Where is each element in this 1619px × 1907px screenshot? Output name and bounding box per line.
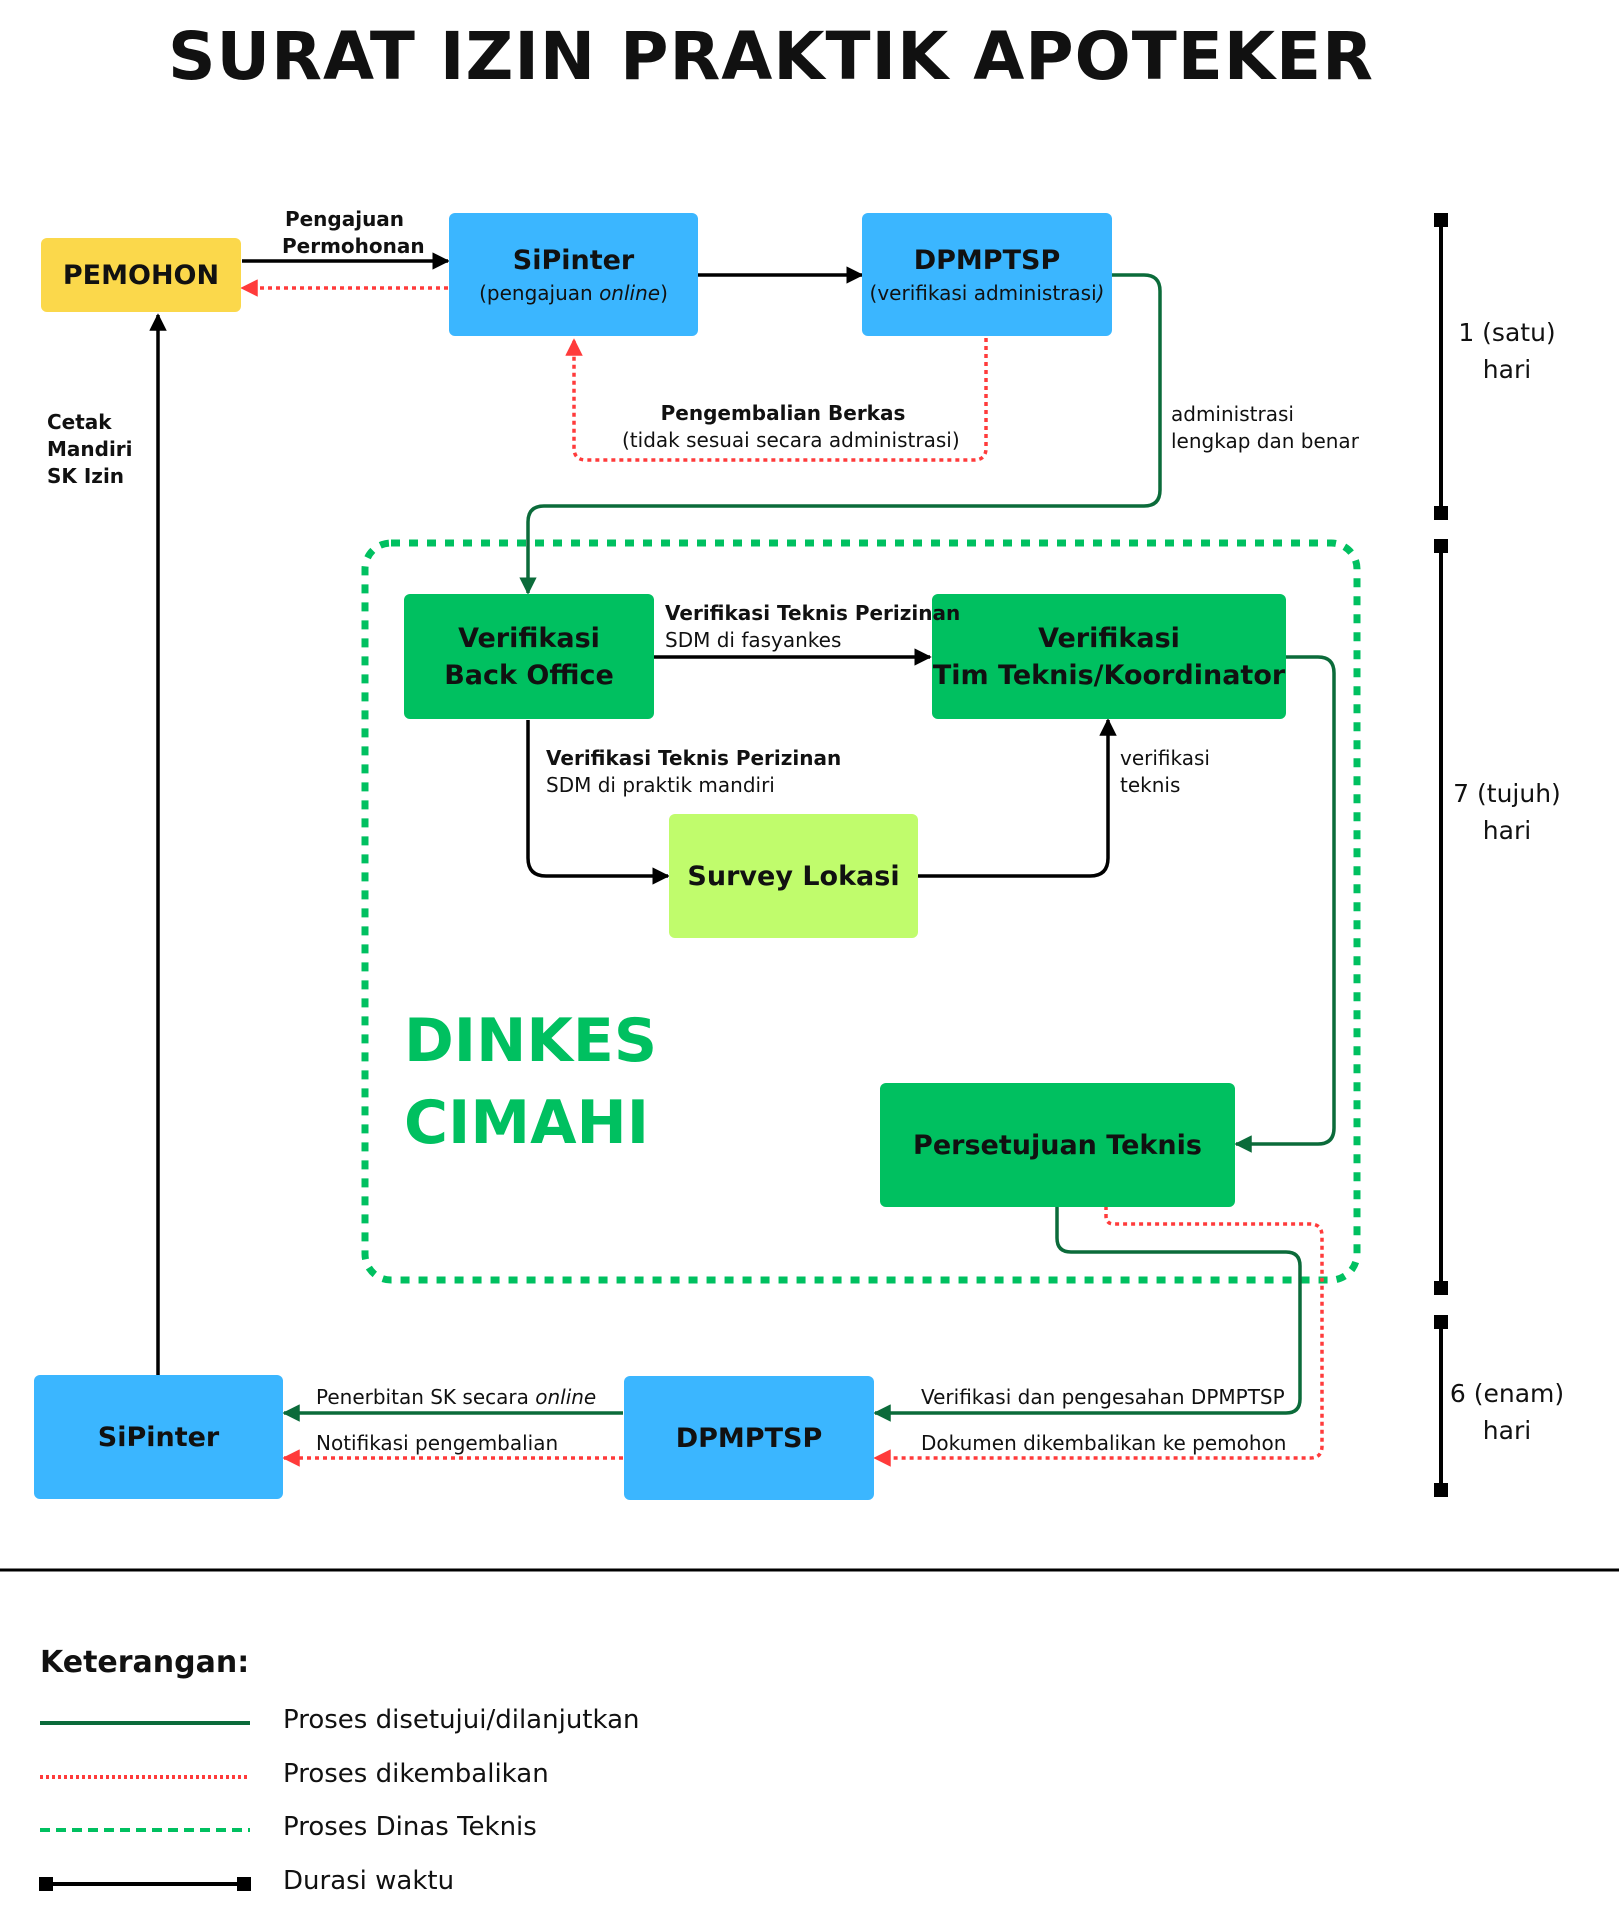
node-dpmptsp-top: DPMPTSP (verifikasi administrasi) [862, 213, 1112, 336]
node-verif-back-office-line2: Back Office [444, 659, 614, 691]
label-administrasi-lengkap: administrasi lengkap dan benar [1171, 402, 1359, 453]
arrow-pengembalian-berkas [565, 338, 988, 462]
node-dpmptsp-top-title: DPMPTSP [913, 245, 1061, 276]
node-verif-tim-teknis-line1: Verifikasi [1038, 622, 1180, 654]
legend-label-returned: Proses dikembalikan [283, 1759, 549, 1789]
arrow-verif-pengesahan [873, 1206, 1302, 1422]
node-survey-lokasi: Survey Lokasi [669, 814, 918, 938]
duration-bar-3 [1434, 1315, 1448, 1497]
legend-title: Keterangan: [40, 1645, 250, 1680]
duration-label-3: 6 (enam) hari [1449, 1379, 1565, 1445]
label-pengembalian-berkas: Pengembalian Berkas (tidak sesuai secara… [622, 401, 960, 452]
node-survey-lokasi-label: Survey Lokasi [687, 860, 900, 892]
node-pemohon: PEMOHON [41, 238, 241, 312]
legend-label-dinas: Proses Dinas Teknis [283, 1812, 537, 1842]
page-title: SURAT IZIN PRAKTIK APOTEKER [168, 18, 1374, 95]
legend-label-duration: Durasi waktu [283, 1866, 455, 1896]
arrow-vt-mandiri [526, 720, 670, 885]
label-penerbitan-sk: Penerbitan SK secara online [316, 1385, 597, 1409]
duration-bar-2 [1434, 539, 1448, 1295]
duration-bar-1 [1434, 213, 1448, 520]
node-dpmptsp-bottom: DPMPTSP [624, 1376, 874, 1500]
node-verif-tim-teknis: Verifikasi Tim Teknis/Koordinator [932, 594, 1286, 719]
label-cetak-mandiri: Cetak Mandiri SK Izin [47, 410, 133, 488]
node-verif-back-office-line1: Verifikasi [458, 622, 600, 654]
node-dpmptsp-top-sub: (verifikasi administrasi) [869, 281, 1105, 305]
node-sipinter-bottom-label: SiPinter [97, 1421, 220, 1453]
dinkes-boundary [361, 539, 1361, 1284]
duration-label-1: 1 (satu) hari [1458, 318, 1556, 384]
dinkes-cimahi-label: DINKES CIMAHI [404, 1006, 658, 1158]
label-vt-mandiri: Verifikasi Teknis Perizinan SDM di prakt… [546, 746, 842, 797]
label-notifikasi: Notifikasi pengembalian [316, 1431, 559, 1455]
label-verif-teknis: verifikasi teknis [1120, 746, 1210, 797]
arrow-dokumen-kembali [873, 1206, 1324, 1467]
legend-label-approved: Proses disetujui/dilanjutkan [283, 1705, 640, 1735]
arrow-verif-teknis [918, 718, 1117, 878]
label-vt-fasyankes: Verifikasi Teknis Perizinan SDM di fasya… [665, 601, 961, 652]
node-sipinter-bottom: SiPinter [34, 1375, 283, 1499]
node-sipinter-top-sub: (pengajuan online) [479, 281, 668, 305]
node-persetujuan-teknis: Persetujuan Teknis [880, 1083, 1235, 1207]
label-dokumen-kembali: Dokumen dikembalikan ke pemohon [921, 1431, 1287, 1455]
arrow-administrasi-lengkap [519, 273, 1162, 595]
node-persetujuan-teknis-label: Persetujuan Teknis [913, 1129, 1202, 1161]
node-pemohon-label: PEMOHON [62, 259, 220, 291]
legend-sample-duration [39, 1877, 251, 1891]
node-verif-back-office: Verifikasi Back Office [404, 594, 654, 719]
node-sipinter-top-title: SiPinter [512, 245, 635, 276]
node-dpmptsp-bottom-label: DPMPTSP [675, 1422, 823, 1454]
duration-label-2: 7 (tujuh) hari [1453, 779, 1561, 845]
node-sipinter-top: SiPinter (pengajuan online) [449, 213, 698, 336]
arrow-to-persetujuan [1234, 655, 1336, 1153]
node-verif-tim-teknis-line2: Tim Teknis/Koordinator [932, 659, 1286, 691]
label-pengajuan: Pengajuan Permohonan [282, 207, 425, 258]
label-verif-pengesahan: Verifikasi dan pengesahan DPMPTSP [921, 1385, 1285, 1409]
